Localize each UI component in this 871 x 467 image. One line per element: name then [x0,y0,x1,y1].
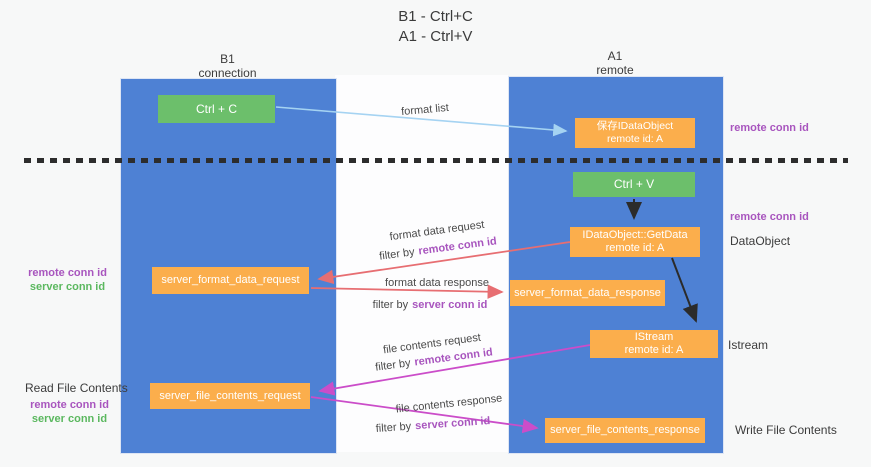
bottom-left-conn-id-group: remote conn id server conn id [22,398,117,426]
left-conn-id-group: remote conn id server conn id [20,266,115,294]
label-read-file-contents: Read File Contents [25,381,128,395]
label-dataobject: DataObject [730,234,791,248]
label-remote-conn-id-top: remote conn id [730,122,809,134]
left-column-subtitle: connection [198,66,257,80]
right-column-header: A1 remote [508,49,722,77]
node-server-format-data-response: server_format_data_response [510,280,665,306]
filter-by-text: filter by [375,420,412,435]
node-ctrl-v: Ctrl + V [573,172,695,197]
right-column-name: A1 [607,49,623,63]
dashed-divider [24,158,848,163]
node-server-file-contents-request: server_file_contents_request [150,383,310,409]
title-line-1: B1 - Ctrl+C [398,8,473,25]
label-istream: Istream [728,338,769,352]
filter-by-text: filter by [372,299,409,311]
node-istream-line1: IStream [634,331,674,343]
label-write-file-contents: Write File Contents [735,423,837,437]
node-server-format-data-request: server_format_data_request [152,267,309,294]
left-column-header: B1 connection [120,52,335,80]
node-server-file-contents-response: server_file_contents_response [545,418,705,443]
right-column-subtitle: remote [596,63,634,77]
label-bottom-remote-conn-id: remote conn id [30,399,109,411]
label-remote-conn-id-mid: remote conn id [730,211,809,223]
node-save-dataobject-line1: 保存IDataObject [596,120,674,132]
node-istream: IStream remote id: A [590,330,718,358]
label-left-server-conn-id: server conn id [29,281,106,293]
title-line-2: A1 - Ctrl+V [398,28,473,45]
node-istream-line2: remote id: A [624,344,684,356]
node-getdata-line1: IDataObject::GetData [582,229,688,241]
server-conn-id-text: server conn id [412,299,488,311]
node-server-file-contents-response-label: server_file_contents_response [550,424,700,436]
node-server-file-contents-request-label: server_file_contents_request [159,389,301,402]
diagram-title: B1 - Ctrl+C A1 - Ctrl+V [0,7,871,47]
node-getdata: IDataObject::GetData remote id: A [570,227,700,257]
left-column-name: B1 [220,52,235,66]
node-save-dataobject: 保存IDataObject remote id: A [575,118,695,148]
node-server-format-data-request-label: server_format_data_request [161,274,300,286]
flow-label-format-data-response: format data response [385,277,489,289]
node-ctrl-v-label: Ctrl + V [613,177,655,191]
node-save-dataobject-line2: remote id: A [606,133,664,145]
node-server-format-data-response-label: server_format_data_response [514,286,661,299]
node-ctrl-c: Ctrl + C [158,95,275,123]
node-getdata-line2: remote id: A [605,242,665,254]
label-bottom-server-conn-id: server conn id [31,413,108,425]
node-ctrl-c-label: Ctrl + C [195,101,237,116]
label-left-remote-conn-id: remote conn id [28,267,107,279]
